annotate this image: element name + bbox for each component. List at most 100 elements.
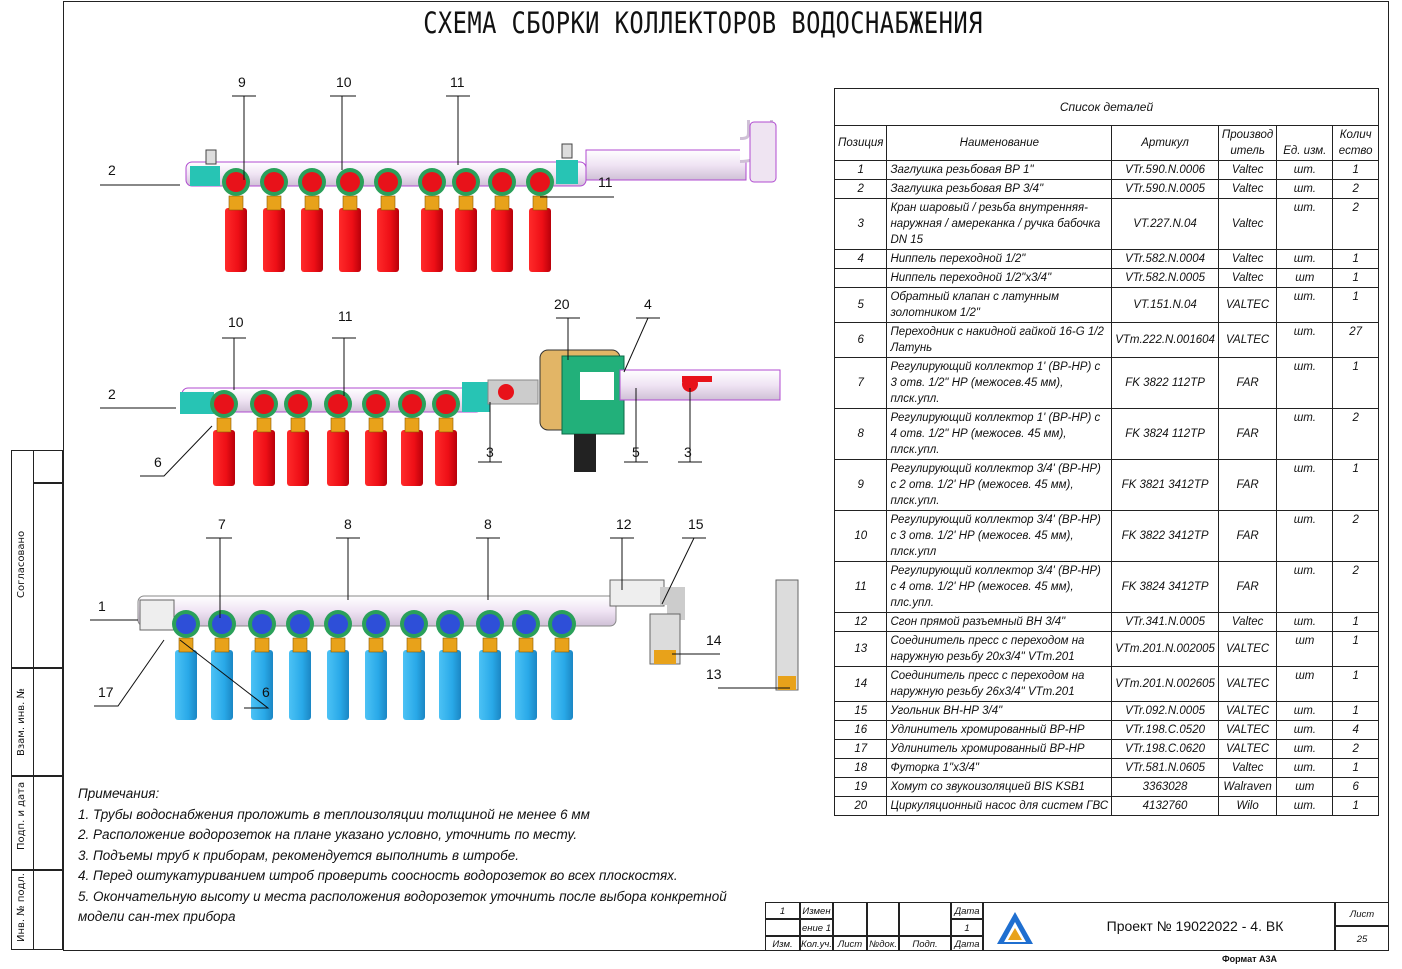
rev-num: 1	[765, 902, 800, 919]
parts-cell-pos: 2	[833, 179, 888, 199]
parts-cell-name: Соединитель пресс с переходом на наружну…	[886, 631, 1113, 667]
parts-cell-name: Хомут со звукоизоляцией BIS KSB1	[886, 777, 1113, 797]
parts-cell-name: Регулирующий коллектор 3/4' (ВР-НР) с 2 …	[886, 459, 1113, 511]
parts-cell-pos: 14	[833, 666, 888, 702]
parts-cell-name: Обратный клапан с латунным золотником 1/…	[886, 287, 1113, 323]
parts-cell-name: Заглушка резьбовая ВР 1"	[886, 160, 1113, 180]
parts-cell-maker: Valtec	[1217, 160, 1278, 180]
parts-cell-qty: 6	[1332, 777, 1379, 797]
parts-cell-maker: VALTEC	[1217, 701, 1278, 721]
parts-cell-pos: 17	[833, 739, 888, 759]
cold-collector	[137, 579, 799, 720]
parts-table: Список деталей Позиция Наименование Арти…	[833, 88, 1379, 816]
parts-cell-unit: шт.	[1276, 720, 1334, 740]
parts-cell-name: Ниппель переходной 1/2"	[886, 249, 1113, 269]
parts-cell-pos: 4	[833, 249, 888, 269]
callout-2a: 2	[108, 162, 116, 178]
parts-cell-qty: 1	[1332, 612, 1379, 632]
parts-cell-name: Заглушка резьбовая ВР 3/4"	[886, 179, 1113, 199]
parts-cell-pos: 6	[833, 322, 888, 358]
parts-cell-article: FK 3821 3412TP	[1111, 459, 1219, 511]
hot-collector-middle	[180, 349, 781, 486]
parts-caption: Список деталей	[834, 88, 1379, 126]
sheet-number: 25	[1335, 926, 1389, 951]
parts-cell-unit: шт.	[1276, 179, 1334, 199]
parts-cell-pos: 1	[833, 160, 888, 180]
parts-cell-qty: 2	[1332, 179, 1379, 199]
parts-cell-maker: VALTEC	[1217, 739, 1278, 759]
parts-cell-maker: VALTEC	[1217, 631, 1278, 667]
parts-cell-article: VTr.092.N.0005	[1111, 701, 1219, 721]
hot-valve	[362, 390, 390, 486]
cold-valve	[400, 610, 428, 720]
parts-cell-pos: 9	[833, 459, 888, 511]
callout-7: 7	[218, 516, 226, 532]
parts-cell-maker: FAR	[1217, 561, 1278, 613]
parts-cell-unit: шт.	[1276, 249, 1334, 269]
parts-cell-qty: 1	[1332, 758, 1379, 778]
callout-3b: 3	[684, 444, 692, 460]
parts-cell-name: Футорка 1"x3/4"	[886, 758, 1113, 778]
callout-6b: 6	[262, 684, 270, 700]
cold-valve	[324, 610, 352, 720]
parts-cell-article: VTr.590.N.0005	[1111, 179, 1219, 199]
notes: Примечания: 1. Трубы водоснабжения проло…	[78, 784, 758, 928]
parts-cell-maker: Walraven	[1217, 777, 1278, 797]
parts-cell-article: VTr.582.N.0004	[1111, 249, 1219, 269]
callout-20: 20	[554, 296, 570, 312]
rev-label-1: Измен	[800, 902, 833, 919]
parts-cell-article: VTr.590.N.0006	[1111, 160, 1219, 180]
parts-cell-pos: 13	[833, 631, 888, 667]
callout-17: 17	[98, 684, 114, 700]
stamp-date-label: Дата	[951, 902, 983, 919]
parts-cell-name: Регулирующий коллектор 1' (ВР-НР) с 3 от…	[886, 357, 1113, 409]
collector-drawing	[90, 95, 799, 720]
hot-valve	[374, 168, 402, 272]
parts-cell-article: VTm.222.N.001604	[1111, 322, 1219, 358]
parts-cell-maker: Valtec	[1217, 179, 1278, 199]
hot-valve	[298, 168, 326, 272]
parts-cell-qty: 1	[1332, 796, 1379, 816]
parts-cell-maker: VALTEC	[1217, 666, 1278, 702]
parts-cell-qty: 1	[1332, 631, 1379, 667]
parts-cell-qty: 1	[1332, 249, 1379, 269]
callout-14: 14	[706, 632, 722, 648]
parts-cell-name: Угольник ВН-НР 3/4"	[886, 701, 1113, 721]
callout-4: 4	[644, 296, 652, 312]
parts-cell-name: Кран шаровый / резьба внутренняя-наружна…	[886, 198, 1113, 250]
parts-cell-maker: Valtec	[1217, 249, 1278, 269]
parts-cell-pos: 5	[833, 287, 888, 323]
parts-cell-maker: Valtec	[1217, 612, 1278, 632]
parts-cell-pos	[833, 268, 888, 288]
parts-cell-name: Удлинитель хромированный ВР-НР	[886, 739, 1113, 759]
project-name: Проект № 19022022 - 4. ВК	[1106, 918, 1284, 934]
parts-cell-article: FK 3824 112TP	[1111, 408, 1219, 460]
parts-cell-name: Регулирующий коллектор 1' (ВР-НР) с 4 от…	[886, 408, 1113, 460]
parts-cell-maker: FAR	[1217, 510, 1278, 562]
parts-cell-article: VTm.201.N.002605	[1111, 666, 1219, 702]
parts-cell-qty: 1	[1332, 357, 1379, 409]
callout-10b: 10	[228, 314, 244, 330]
format-label: Формат А3А	[1222, 954, 1278, 964]
parts-cell-article: 3363028	[1111, 777, 1219, 797]
parts-cell-pos: 7	[833, 357, 888, 409]
note-item: 1. Трубы водоснабжения проложить в тепло…	[78, 806, 590, 822]
note-item: 5. Окончательную высоту и места располож…	[78, 888, 727, 904]
parts-cell-pos: 8	[833, 408, 888, 460]
note-item: 3. Подъемы труб к приборам, рекомендуетс…	[78, 847, 519, 863]
hot-valve	[222, 168, 250, 272]
parts-cell-name: Удлинитель хромированный ВР-НР	[886, 720, 1113, 740]
parts-cell-name: Переходник с накидной гайкой 16-G 1/2 Ла…	[886, 322, 1113, 358]
parts-cell-article: VT.151.N.04	[1111, 287, 1219, 323]
parts-cell-maker: FAR	[1217, 459, 1278, 511]
